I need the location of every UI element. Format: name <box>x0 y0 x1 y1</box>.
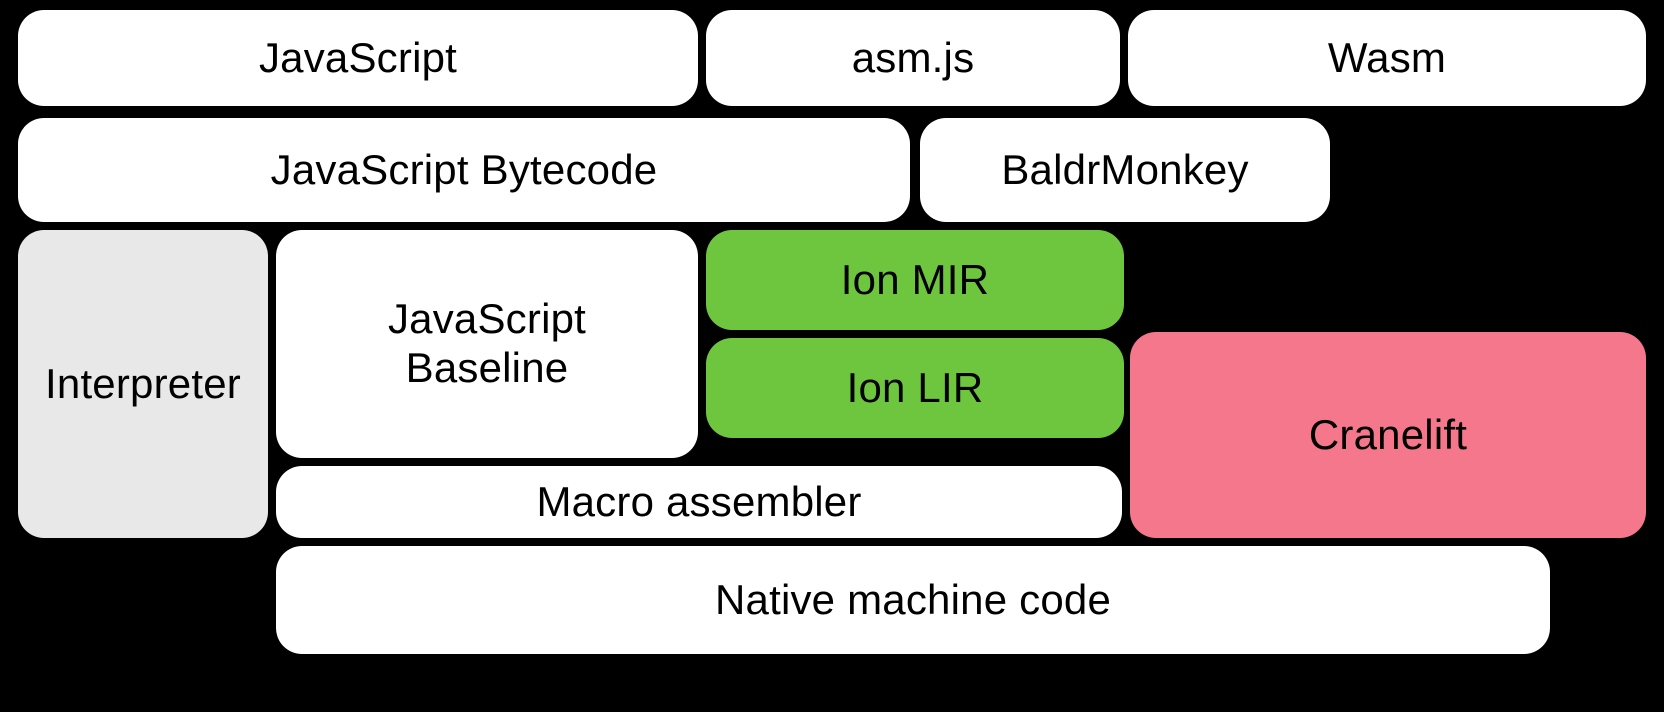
node-wasm: Wasm <box>1128 10 1646 106</box>
node-ion-mir: Ion MIR <box>706 230 1124 330</box>
node-interpreter: Interpreter <box>18 230 268 538</box>
node-javascript-baseline: JavaScript Baseline <box>276 230 698 458</box>
node-macro-assembler: Macro assembler <box>276 466 1122 538</box>
node-baldrmonkey: BaldrMonkey <box>920 118 1330 222</box>
node-javascript-bytecode: JavaScript Bytecode <box>18 118 910 222</box>
node-javascript: JavaScript <box>18 10 698 106</box>
node-cranelift: Cranelift <box>1130 332 1646 538</box>
node-ion-lir: Ion LIR <box>706 338 1124 438</box>
node-native-machine-code: Native machine code <box>276 546 1550 654</box>
node-asm-js: asm.js <box>706 10 1120 106</box>
